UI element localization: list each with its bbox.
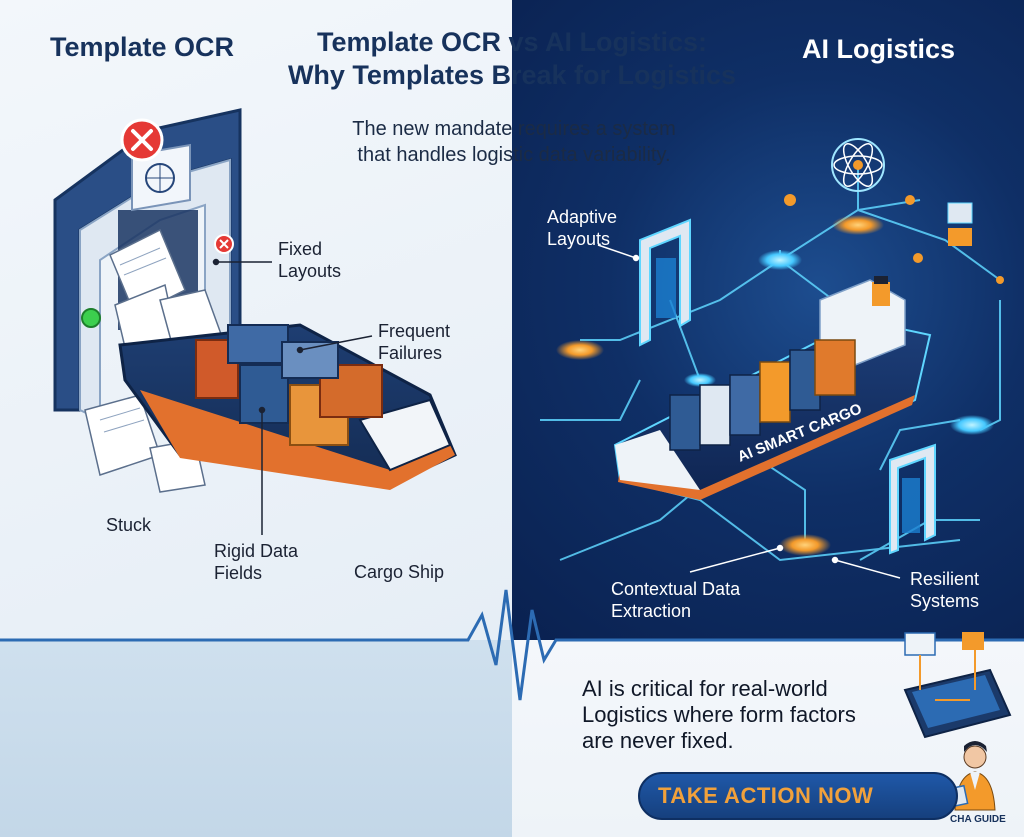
- ai-logistics-heading: AI Logistics: [802, 34, 956, 64]
- bottom-left-band: [0, 640, 512, 837]
- brand-label: CHA GUIDE: [950, 814, 1006, 825]
- page-subtitle: The new mandate requires a system that h…: [300, 116, 728, 168]
- resilient-gate: [889, 443, 936, 555]
- template-ocr-heading: Template OCR: [50, 32, 235, 62]
- container: [239, 364, 289, 424]
- subtitle-line1: The new mandate requires a system: [352, 118, 676, 140]
- left-cargo-ship: [118, 323, 457, 490]
- frequent-failures-label: Frequent Failures: [378, 321, 451, 363]
- document-icon: [947, 202, 973, 246]
- conclusion-text: AI is critical for real-world Logistics …: [582, 676, 856, 753]
- tablet-icon: [903, 668, 1012, 739]
- cargo-ship-label: Cargo Ship: [354, 562, 445, 582]
- ai-logistics-panel: [512, 0, 1024, 640]
- small-error-icon: [214, 234, 234, 254]
- adaptive-layouts-label: Adaptive Layouts: [547, 207, 618, 249]
- ai-network-icon: [831, 138, 885, 235]
- adaptive-gate: [639, 218, 691, 347]
- green-light-icon: [81, 308, 101, 328]
- container: [195, 339, 239, 399]
- fixed-layouts-label: Fixed Layouts: [278, 239, 342, 281]
- rigid-data-fields-label: Rigid Data Fields: [214, 541, 299, 583]
- page-title-line2: Why Templates Break for Logistics: [287, 60, 737, 90]
- subtitle-line2: that handles logistic data variability.: [357, 144, 671, 166]
- heartbeat-divider: [0, 589, 1024, 701]
- take-action-button[interactable]: TAKE ACTION NOW: [638, 772, 958, 820]
- right-cargo-ship: AI SMART CARGO: [613, 276, 932, 500]
- stuck-label: Stuck: [106, 515, 152, 535]
- resilient-systems-label: Resilient Systems: [910, 569, 980, 611]
- page-title-line1: Template OCR vs AI Logistics:: [316, 27, 708, 57]
- glowing-nodes: [556, 194, 1004, 556]
- contextual-data-extraction-label: Contextual Data Extraction: [611, 579, 741, 621]
- flowchart-icon: [904, 632, 984, 701]
- page-title: Template OCR vs AI Logistics: Why Templa…: [262, 26, 762, 92]
- container: [227, 324, 289, 364]
- x-circle-icon: [120, 118, 164, 162]
